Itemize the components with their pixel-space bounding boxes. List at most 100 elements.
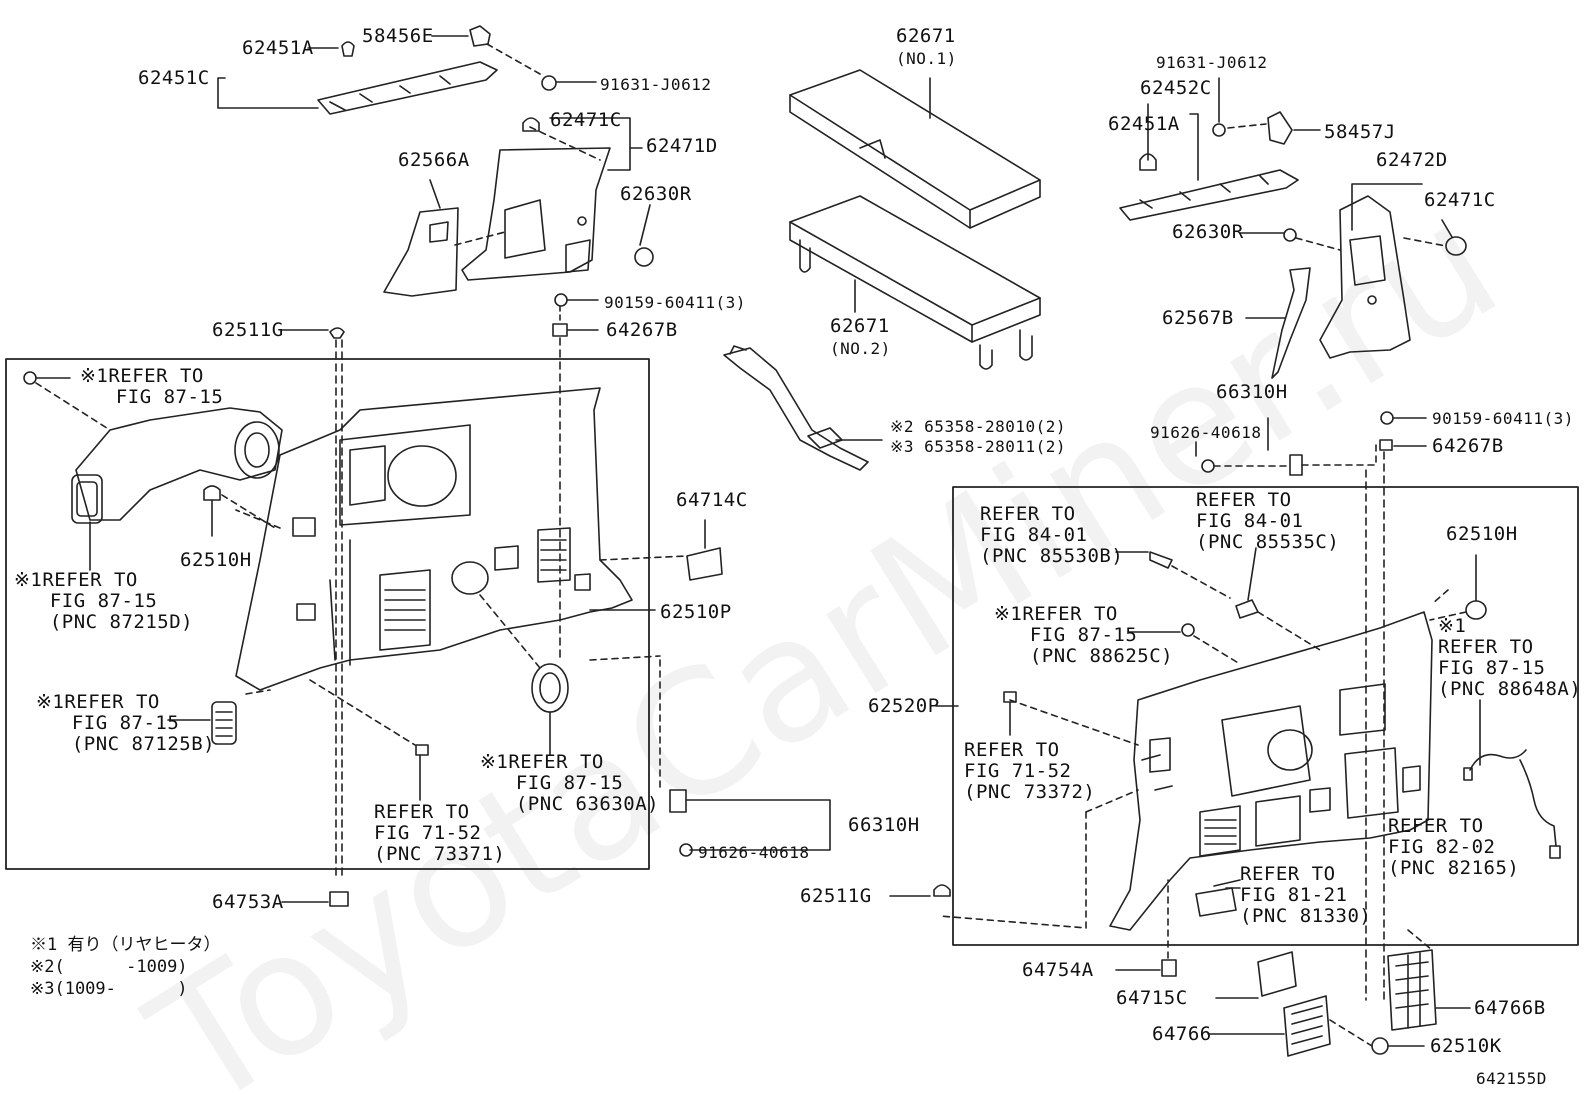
- harness-82165: [1469, 749, 1557, 847]
- footnote-3: ※3(1009- ): [30, 979, 188, 999]
- panel-62520p: [1109, 611, 1433, 931]
- label-62520p: 62520P: [868, 695, 940, 717]
- panel-62510p: [235, 387, 633, 691]
- bracket-58457j: [1267, 111, 1293, 145]
- cover-64714c: [686, 547, 723, 581]
- board-62671-no1: [789, 69, 1041, 229]
- label-62566a: 62566A: [398, 149, 470, 171]
- clip-64753a: [329, 891, 349, 907]
- strap-65358: [723, 345, 869, 471]
- label-66310h-right: 66310H: [1216, 381, 1288, 403]
- footnote-1: ※1 有り（リヤヒータ）: [30, 935, 221, 955]
- screw-91631-right: [1212, 123, 1226, 137]
- clip-64754a: [1161, 959, 1177, 977]
- leader: [454, 231, 506, 246]
- leader: [1441, 219, 1453, 238]
- label-62471c-left: 62471C: [550, 109, 622, 131]
- screw-ref-left: [23, 371, 37, 385]
- label-62671-no2-qualifier: (NO.2): [830, 339, 891, 358]
- label-64766: 64766: [1152, 1023, 1212, 1045]
- leader: [1189, 113, 1199, 181]
- refer-note: ※1 REFER TO FIG 87-15 (PNC 88648A): [1438, 615, 1582, 700]
- label-62671-no1: 62671: [896, 25, 956, 47]
- label-62567b: 62567B: [1162, 307, 1234, 329]
- label-66310h-left: 66310H: [848, 814, 920, 836]
- clip-66310h-right: [1289, 454, 1303, 476]
- clip-85535c: [1235, 599, 1259, 619]
- leader: [429, 179, 441, 209]
- label-65358-28011: ※3 65358-28011(2): [890, 437, 1067, 456]
- label-62471d: 62471D: [646, 135, 718, 157]
- leader: [1247, 547, 1257, 601]
- clip-62510k: [1371, 1037, 1389, 1055]
- label-62451a-right: 62451A: [1108, 113, 1180, 135]
- refer-note: REFER TO FIG 81-21 (PNC 81330): [1240, 863, 1372, 927]
- footnote-2: ※2( -1009): [30, 957, 188, 977]
- refer-note: ※1REFER TO FIG 87-15 (PNC 88625C): [994, 603, 1174, 667]
- refer-note: REFER TO FIG 84-01 (PNC 85535C): [1196, 489, 1340, 553]
- clip-62471c-right: [1445, 236, 1467, 256]
- screw-91626-left: [679, 843, 693, 857]
- label-62511g-right: 62511G: [800, 885, 872, 907]
- rail-62451c: [317, 25, 498, 115]
- label-62630r-right: 62630R: [1172, 221, 1244, 243]
- leader: [486, 43, 541, 75]
- label-62472d: 62472D: [1376, 149, 1448, 171]
- refer-note: ※1REFER TO FIG 87-15 (PNC 87125B): [36, 691, 216, 755]
- trim-62471d: [461, 117, 611, 281]
- refer-note: REFER TO FIG 82-02 (PNC 82165): [1388, 815, 1520, 879]
- clip-85530b: [1149, 551, 1173, 569]
- leader: [1213, 879, 1241, 887]
- screw-91626-right: [1201, 459, 1215, 473]
- leader: [529, 126, 601, 161]
- cap-62630r-right: [1283, 228, 1297, 242]
- label-91626-right: 91626-40618: [1150, 423, 1262, 442]
- label-64715c: 64715C: [1116, 987, 1188, 1009]
- clip-62511g-left: [329, 327, 345, 339]
- label-91631-right: 91631-J0612: [1156, 53, 1268, 72]
- vent-87125b: [211, 701, 237, 745]
- label-64753a: 64753A: [212, 891, 284, 913]
- label-65358-28010: ※2 65358-28010(2): [890, 417, 1067, 436]
- clip-62511g-right: [933, 884, 951, 897]
- clip-66310h-left: [669, 789, 687, 813]
- label-62451c: 62451C: [138, 67, 210, 89]
- label-62511g-left: 62511G: [212, 319, 284, 341]
- trim-62567b: [1271, 267, 1311, 379]
- refer-note: REFER TO FIG 71-52 (PNC 73372): [964, 739, 1096, 803]
- clip-88625c: [1181, 623, 1195, 637]
- refer-note: ※1REFER TO FIG 87-15: [80, 365, 224, 408]
- label-64267b-left: 64267B: [606, 319, 678, 341]
- clip-62510h-left: [203, 485, 221, 501]
- vent-63630a: [531, 663, 569, 713]
- board-62671-no2: [789, 195, 1041, 370]
- label-91631-left: 91631-J0612: [600, 75, 712, 94]
- screw-90159-left: [554, 293, 568, 307]
- left-group-box: [5, 358, 650, 870]
- cap-62630r-left: [634, 247, 654, 267]
- rail-62452c: [1119, 153, 1299, 221]
- trim-62566a: [383, 207, 459, 297]
- label-62510h-right: 62510H: [1446, 523, 1518, 545]
- refer-note: ※1REFER TO FIG 87-15 (PNC 63630A): [480, 751, 660, 815]
- refer-note: REFER TO FIG 71-52 (PNC 73371): [374, 801, 506, 865]
- leader: [639, 204, 651, 246]
- label-64766b: 64766B: [1474, 997, 1546, 1019]
- label-58456e: 58456E: [362, 25, 434, 47]
- duct-87215d: [71, 407, 283, 524]
- clip-64267b-right: [1379, 439, 1393, 451]
- right-group-box: [952, 486, 1579, 946]
- refer-note: ※1REFER TO FIG 87-15 (PNC 87215D): [14, 569, 194, 633]
- refer-note: REFER TO FIG 84-01 (PNC 85530B): [980, 503, 1124, 567]
- label-62510h-left: 62510H: [180, 549, 252, 571]
- clip-73371: [415, 744, 429, 756]
- label-90159-right: 90159-60411(3): [1432, 409, 1574, 428]
- label-62471c-right: 62471C: [1424, 189, 1496, 211]
- leader: [685, 799, 831, 851]
- label-90159-left: 90159-60411(3): [604, 293, 746, 312]
- label-62510k: 62510K: [1430, 1035, 1502, 1057]
- label-62630r-left: 62630R: [620, 183, 692, 205]
- label-64714c: 64714C: [676, 489, 748, 511]
- cover-64715c: [1257, 951, 1297, 997]
